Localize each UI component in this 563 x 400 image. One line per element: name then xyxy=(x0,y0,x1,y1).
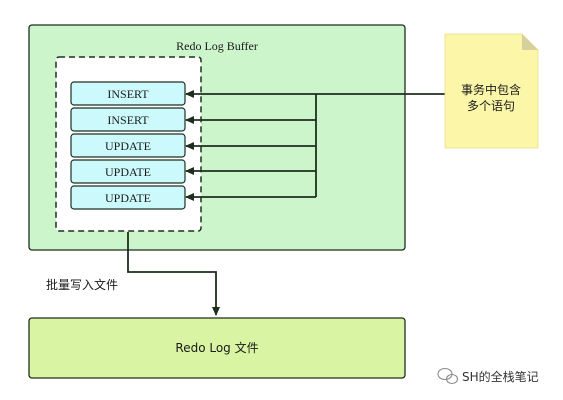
entry-3: UPDATE xyxy=(70,159,186,184)
note-line-1: 事务中包含 xyxy=(461,82,521,97)
note-connectors xyxy=(185,90,445,201)
entry-label: UPDATE xyxy=(105,191,151,205)
entry-label: INSERT xyxy=(107,87,149,101)
entry-label: UPDATE xyxy=(105,139,151,153)
redo-log-file-label: Redo Log 文件 xyxy=(175,340,258,355)
note-line-2: 多个语句 xyxy=(467,99,515,113)
buffer-title: Redo Log Buffer xyxy=(176,39,258,53)
entry-4: UPDATE xyxy=(70,185,186,210)
batch-write-label: 批量写入文件 xyxy=(46,277,118,292)
transaction-note: 事务中包含 多个语句 xyxy=(444,33,539,149)
entry-label: UPDATE xyxy=(105,165,151,179)
note-shape xyxy=(444,33,539,149)
entry-2: UPDATE xyxy=(70,133,186,158)
redo-log-file-box xyxy=(28,317,406,379)
note-fold xyxy=(522,34,538,50)
watermark-text: SH的全栈笔记 xyxy=(462,369,539,384)
watermark: SH的全栈笔记 xyxy=(437,367,539,385)
batch-write-arrow xyxy=(127,232,220,316)
entry-1: INSERT xyxy=(70,107,186,132)
wechat-icon xyxy=(437,367,459,385)
entry-0: INSERT xyxy=(70,81,186,106)
entry-label: INSERT xyxy=(107,113,149,127)
